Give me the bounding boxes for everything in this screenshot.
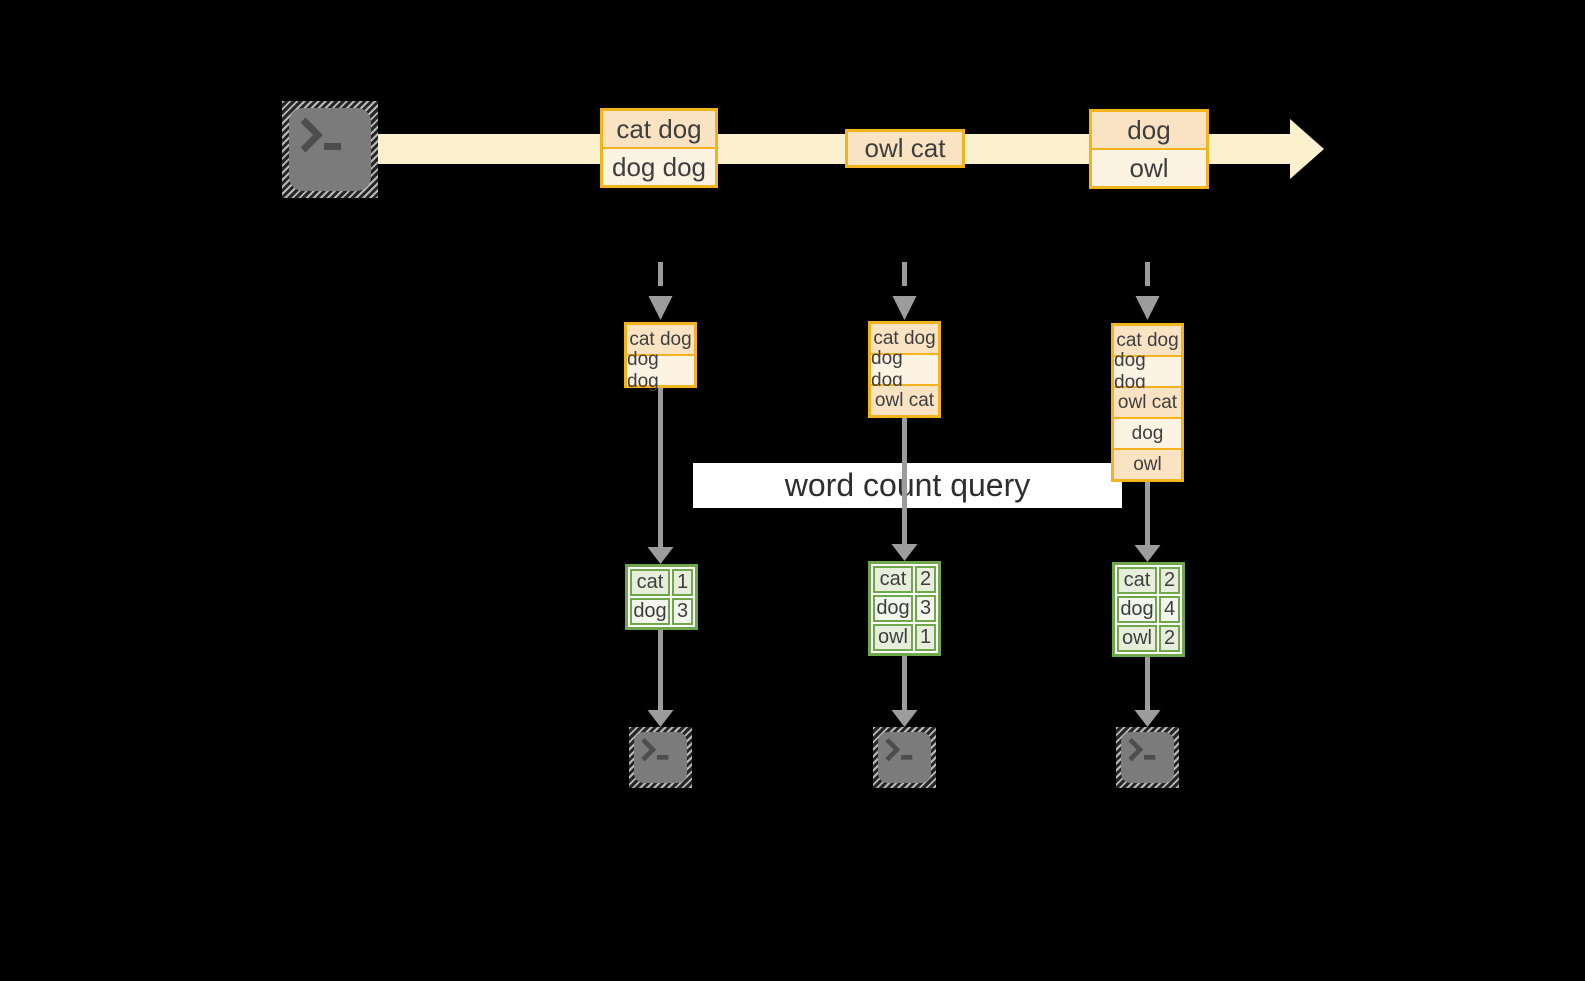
stream-record: owl <box>1092 150 1206 186</box>
count-cell: 3 <box>672 598 693 625</box>
stack-row: owl <box>1114 450 1181 479</box>
word-cell: dog <box>630 598 670 625</box>
dashed-arrow-icon <box>892 262 917 320</box>
word-cell: cat <box>630 569 670 596</box>
stack-row: cat dog <box>871 324 938 353</box>
terminal-prompt-icon <box>885 738 913 762</box>
count-table-2: cat 2 dog 3 owl 1 <box>868 561 941 656</box>
stack-row: owl cat <box>871 386 938 415</box>
count-cell: 2 <box>1159 567 1180 594</box>
stack-row: cat dog <box>627 325 694 354</box>
count-cell: 4 <box>1159 596 1180 623</box>
stream-record: dog dog <box>603 149 715 185</box>
count-cell: 2 <box>915 566 936 593</box>
record-stack-1: cat dog dog dog <box>624 322 697 392</box>
terminal-screen <box>1121 732 1174 783</box>
query-arrow-icon <box>647 388 674 564</box>
terminal-prompt-icon <box>1128 738 1156 762</box>
query-arrow-icon <box>1134 482 1161 562</box>
terminal-prompt-icon <box>641 738 669 762</box>
query-label: word count query <box>693 463 1122 508</box>
stack-row: dog dog <box>871 348 938 391</box>
stream-timeline-arrowhead-icon <box>1290 119 1324 179</box>
stream-record: owl cat <box>848 132 962 165</box>
terminal-screen <box>634 732 687 783</box>
dashed-arrow-icon <box>648 262 673 320</box>
word-cell: cat <box>873 566 913 593</box>
word-cell: dog <box>1117 596 1157 623</box>
word-cell: owl <box>1117 625 1157 652</box>
dashed-arrow-icon <box>1135 262 1160 320</box>
count-cell: 2 <box>1159 625 1180 652</box>
output-terminal-icon <box>1116 727 1179 788</box>
timeline-event-box-3: dog owl <box>1089 109 1209 189</box>
count-cell: 3 <box>915 595 936 622</box>
output-arrow-icon <box>891 656 918 727</box>
word-cell: dog <box>873 595 913 622</box>
count-table-1: cat 1 dog 3 <box>625 564 698 630</box>
count-table-3: cat 2 dog 4 owl 2 <box>1112 562 1185 657</box>
count-cell: 1 <box>672 569 693 596</box>
output-arrow-icon <box>1134 657 1161 727</box>
timeline-event-box-1: cat dog dog dog <box>600 108 718 188</box>
word-cell: cat <box>1117 567 1157 594</box>
word-cell: owl <box>873 624 913 651</box>
stack-row: dog <box>1114 419 1181 448</box>
source-terminal-icon <box>282 101 378 198</box>
terminal-prompt-icon <box>300 117 341 153</box>
stack-row: dog dog <box>1114 350 1181 393</box>
terminal-screen <box>878 732 931 783</box>
record-stack-2: cat dog dog dog owl cat <box>868 321 941 418</box>
timeline-event-box-2: owl cat <box>845 129 965 168</box>
output-terminal-icon <box>629 727 692 788</box>
terminal-screen <box>289 108 371 191</box>
output-arrow-icon <box>647 630 674 727</box>
stack-row: cat dog <box>1114 326 1181 355</box>
stack-row: dog dog <box>627 349 694 392</box>
record-stack-3: cat dog dog dog owl cat dog owl <box>1111 323 1184 482</box>
stream-record: cat dog <box>603 111 715 147</box>
stream-record: dog <box>1092 112 1206 148</box>
stack-row: owl cat <box>1114 388 1181 417</box>
output-terminal-icon <box>873 727 936 788</box>
count-cell: 1 <box>915 624 936 651</box>
